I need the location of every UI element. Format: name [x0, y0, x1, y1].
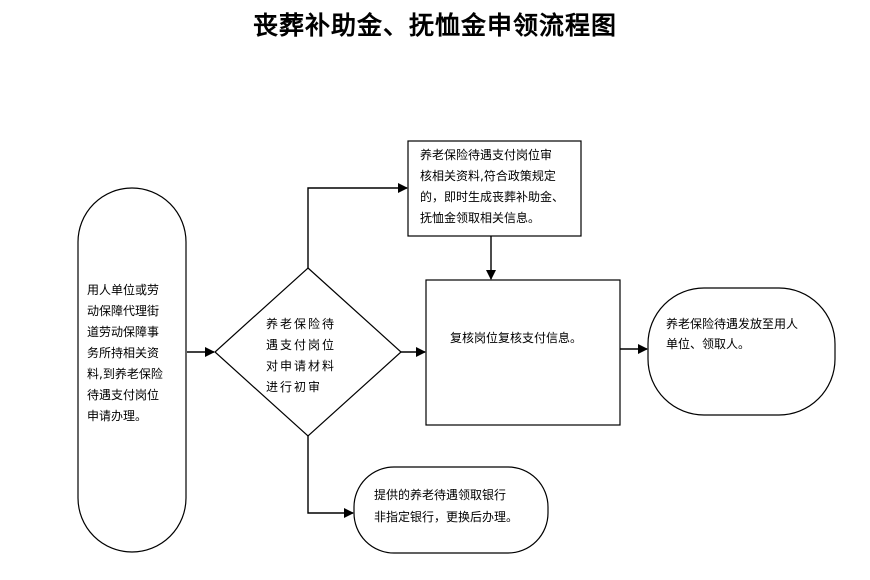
applicant-line: 待遇支付岗位: [87, 388, 160, 402]
applicant-line: 动保障代理街: [87, 304, 160, 318]
recheck-node: [425, 279, 621, 426]
release-line: 单位、领取人。: [666, 337, 751, 351]
release-line: 养老保险待遇发放至用人: [666, 317, 799, 331]
applicant-line: 料,到养老保险: [87, 367, 163, 381]
bank-note-line: 提供的养老待遇领取银行: [374, 488, 507, 502]
release-text: 养老保险待遇发放至用人 单位、领取人。: [666, 314, 826, 354]
initial-review-text: 养老保险待 遇支付岗位 对申请材料 进行初审: [266, 314, 354, 398]
arrow-review-to-bank-note: [307, 436, 354, 518]
bank-note-node: [353, 466, 549, 554]
recheck-text: 复核岗位复核支付信息。: [450, 328, 610, 348]
initial-review-line: 遇支付岗位: [266, 338, 337, 352]
applicant-text: 用人单位或劳 动保障代理街 道劳动保障事 务所持相关资 料,到养老保险 待遇支付…: [87, 280, 179, 427]
bank-note-line: 非指定银行，更换后办理。: [374, 510, 519, 524]
applicant-line: 用人单位或劳: [87, 283, 160, 297]
audit-line: 养老保险待遇支付岗位审: [420, 148, 553, 162]
recheck-line: 复核岗位复核支付信息。: [450, 331, 583, 345]
page-title: 丧葬补助金、抚恤金申领流程图: [252, 11, 617, 40]
initial-review-line: 进行初审: [266, 380, 323, 394]
audit-text: 养老保险待遇支付岗位审 核相关资料,符合政策规定 的，即时生成丧葬补助金、 抚恤…: [420, 145, 576, 229]
audit-line: 核相关资料,符合政策规定: [420, 169, 556, 183]
initial-review-line: 对申请材料: [266, 359, 337, 373]
bank-note-text: 提供的养老待遇领取银行 非指定银行，更换后办理。: [374, 484, 544, 528]
applicant-line: 申请办理。: [87, 409, 148, 423]
applicant-line: 务所持相关资: [87, 346, 160, 360]
applicant-line: 道劳动保障事: [87, 325, 160, 339]
release-node: [647, 287, 836, 416]
audit-node: [407, 140, 582, 237]
arrow-review-to-audit: [307, 183, 408, 268]
applicant-node: [77, 187, 187, 553]
audit-line: 抚恤金领取相关信息。: [420, 211, 541, 225]
initial-review-line: 养老保险待: [266, 317, 337, 331]
audit-line: 的，即时生成丧葬补助金、: [420, 190, 565, 204]
